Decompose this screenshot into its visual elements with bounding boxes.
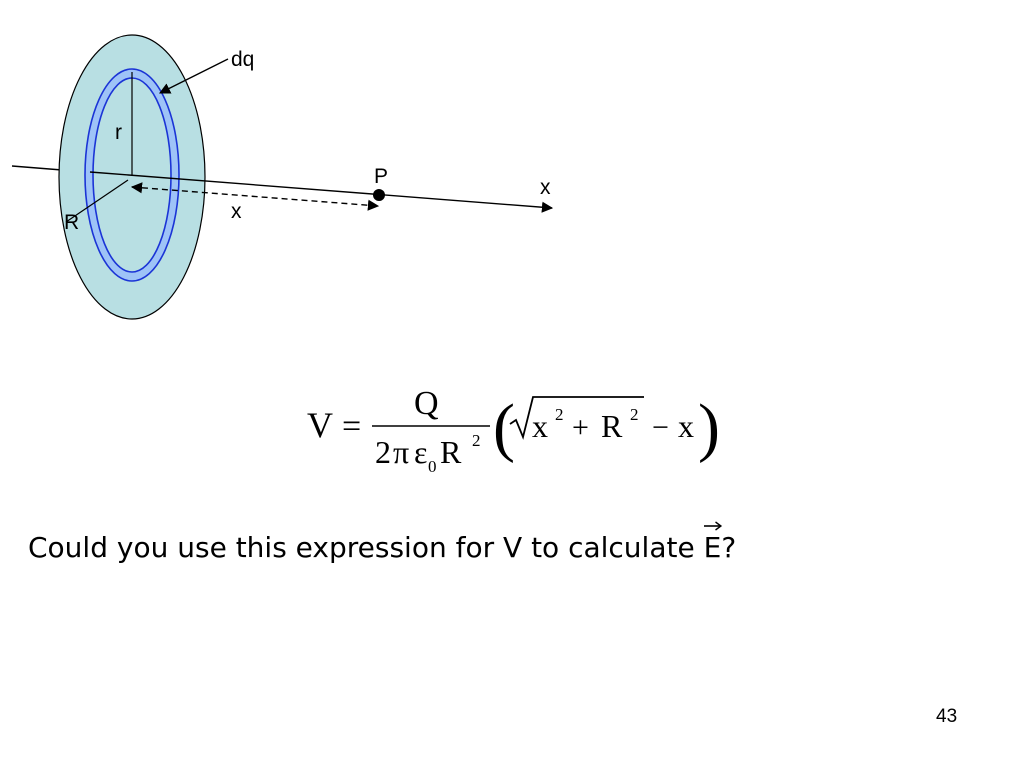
- eq-equals: =: [342, 408, 361, 445]
- page-number: 43: [936, 706, 958, 727]
- label-R: R: [64, 211, 79, 234]
- question-mark: ?: [721, 531, 737, 564]
- vector-E-symbol: E: [703, 531, 722, 564]
- label-P: P: [374, 165, 388, 188]
- eq-paren-close: ): [698, 391, 720, 464]
- eq-den-eps-sub: 0: [428, 457, 437, 476]
- eq-x: x: [532, 408, 548, 444]
- distance-x-arrow: [130, 182, 380, 211]
- eq-den-eps: ε: [414, 434, 427, 470]
- label-x-axis: x: [540, 176, 551, 199]
- eq-paren-open: (: [493, 391, 515, 464]
- question-body: Could you use this expression for V to c…: [28, 531, 704, 564]
- question-text: Could you use this expression for V to c…: [28, 521, 737, 568]
- eq-den-two: 2: [375, 434, 391, 470]
- eq-lhs: V: [307, 405, 333, 445]
- eq-den-R: R: [440, 434, 462, 470]
- eq-R: R: [601, 408, 623, 444]
- eq-x-last: x: [678, 408, 694, 444]
- charged-disk-diagram: dq r R P x x: [11, 34, 554, 320]
- dq-pointer-arrow: [158, 58, 229, 94]
- vector-arrow-icon: [703, 521, 722, 531]
- eq-minus: −: [652, 411, 669, 444]
- axis-line-left: [11, 165, 63, 171]
- eq-plus: +: [572, 411, 589, 444]
- eq-den-R-exp: 2: [472, 431, 481, 450]
- eq-R-exp: 2: [630, 405, 639, 424]
- sqrt-sign: [509, 396, 644, 440]
- potential-equation: V = Q 2 π ε 0 R 2 ( x 2 + R 2 − x ): [307, 385, 720, 476]
- label-x-distance: x: [231, 200, 242, 223]
- vector-E: E: [703, 521, 722, 568]
- label-r: r: [115, 121, 122, 144]
- radius-R-line: [65, 179, 129, 223]
- point-P: [373, 189, 385, 201]
- eq-numerator: Q: [414, 385, 439, 422]
- label-dq: dq: [231, 48, 254, 71]
- eq-den-pi: π: [393, 434, 409, 470]
- eq-x-exp: 2: [555, 405, 564, 424]
